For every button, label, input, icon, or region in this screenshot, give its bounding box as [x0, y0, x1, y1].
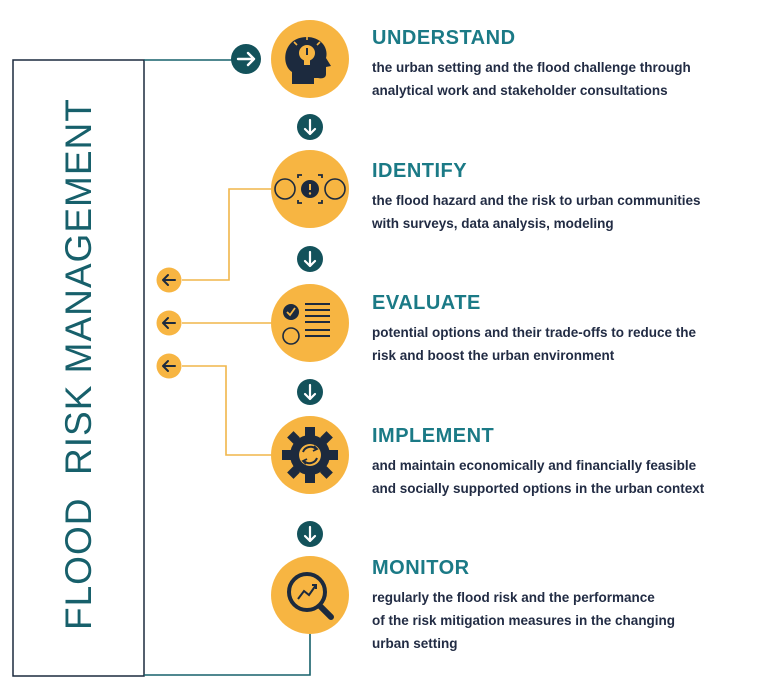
step-heading: IMPLEMENT	[372, 425, 495, 447]
head-lightbulb-icon	[271, 20, 349, 98]
left-arrow-icon	[156, 310, 182, 336]
implement-feedback-line	[182, 365, 275, 456]
step-heading: IDENTIFY	[372, 160, 468, 182]
step-description: the urban setting and the flood challeng…	[372, 60, 691, 98]
step-understand: UNDERSTAND the urban setting and the flo…	[372, 27, 772, 102]
loop-bottom-line	[144, 622, 311, 676]
title-frame	[12, 59, 145, 677]
step-monitor: MONITOR regularly the flood risk and the…	[372, 557, 772, 655]
step-heading: EVALUATE	[372, 292, 481, 314]
step-evaluate: EVALUATE potential options and their tra…	[372, 292, 772, 367]
hazard-target-icon	[271, 150, 349, 228]
entry-arrow-icon	[231, 44, 261, 74]
down-arrow-icon	[297, 246, 323, 272]
down-arrow-icon	[297, 379, 323, 405]
checklist-icon	[271, 284, 349, 362]
step-implement: IMPLEMENT and maintain economically and …	[372, 425, 772, 500]
step-description: potential options and their trade-offs t…	[372, 325, 697, 363]
step-heading: MONITOR	[372, 557, 470, 579]
left-arrow-icon	[156, 353, 182, 379]
left-arrow-icon	[156, 267, 182, 293]
connector-lines	[144, 59, 311, 676]
step-identify: IDENTIFY the flood hazard and the risk t…	[372, 160, 772, 235]
step-heading: UNDERSTAND	[372, 27, 516, 49]
step-description: regularly the flood risk and the perform…	[372, 590, 676, 651]
diagram-title: FLOOD RISK MANAGEMENT	[58, 98, 99, 630]
step-description: the flood hazard and the risk to urban c…	[372, 193, 701, 231]
identify-feedback-line	[182, 188, 275, 281]
gear-cycle-icon	[271, 416, 349, 494]
magnifier-trend-icon	[271, 556, 349, 634]
down-arrow-icon	[297, 521, 323, 547]
step-description: and maintain economically and financiall…	[372, 458, 705, 496]
down-arrow-icon	[297, 114, 323, 140]
